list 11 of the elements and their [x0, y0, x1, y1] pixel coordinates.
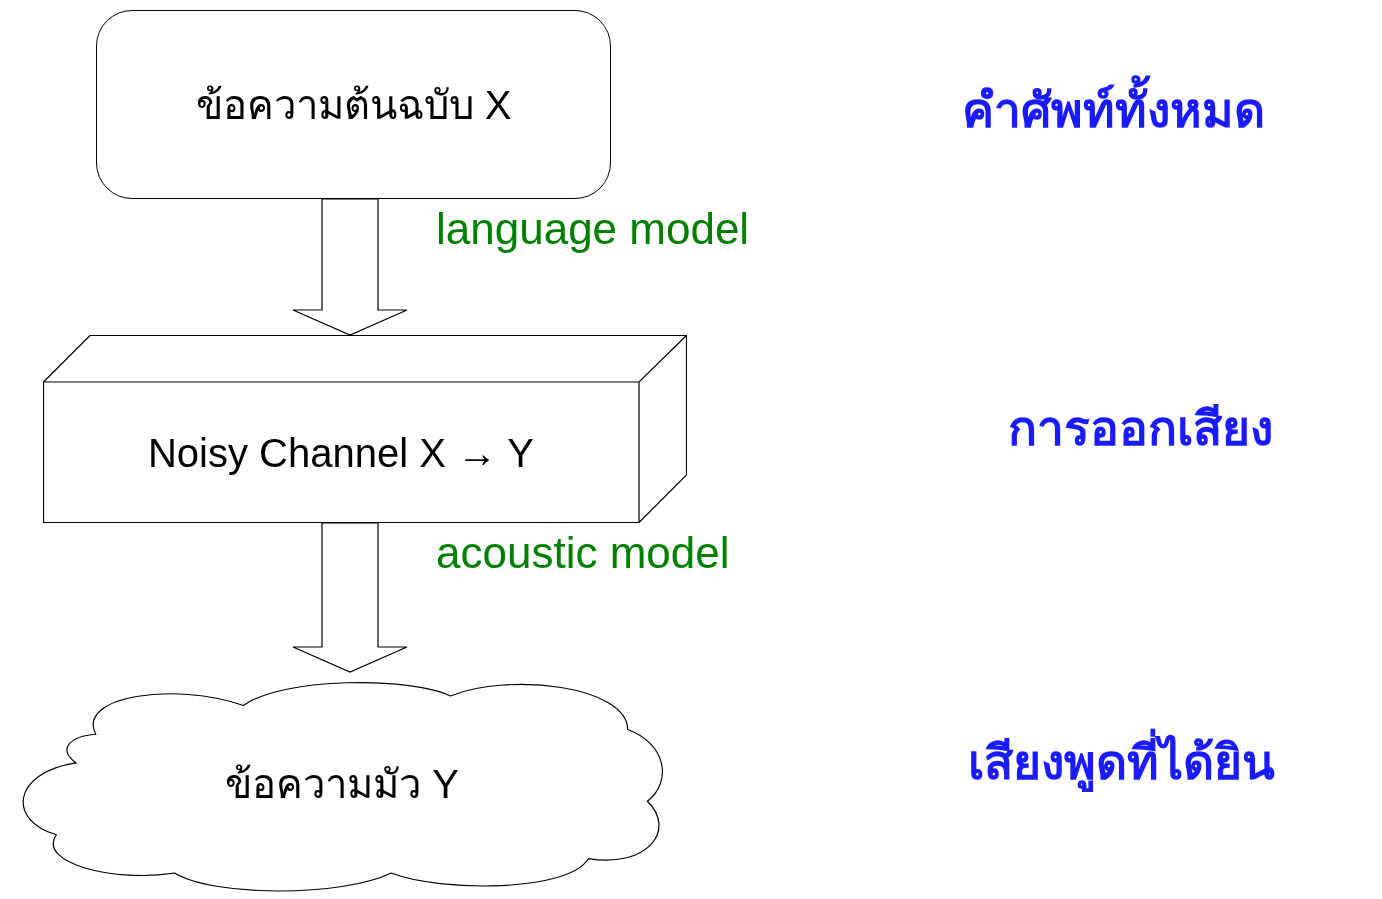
- node-text: ข้อความต้นฉบับ X: [195, 81, 512, 129]
- node-text: ข้อความมัว Y: [225, 761, 459, 808]
- block-arrow: [292, 522, 408, 673]
- rounded-box: [96, 10, 611, 199]
- channel-box: [43, 335, 687, 523]
- edge-label: language model: [436, 203, 750, 255]
- side-note: เสียงพูดที่ได้ยิน: [968, 730, 1275, 794]
- block-arrow: [292, 198, 408, 336]
- side-note: การออกเสียง: [1008, 399, 1273, 458]
- edge-label: acoustic model: [436, 527, 730, 579]
- node-text: Noisy Channel X → Y: [147, 429, 535, 477]
